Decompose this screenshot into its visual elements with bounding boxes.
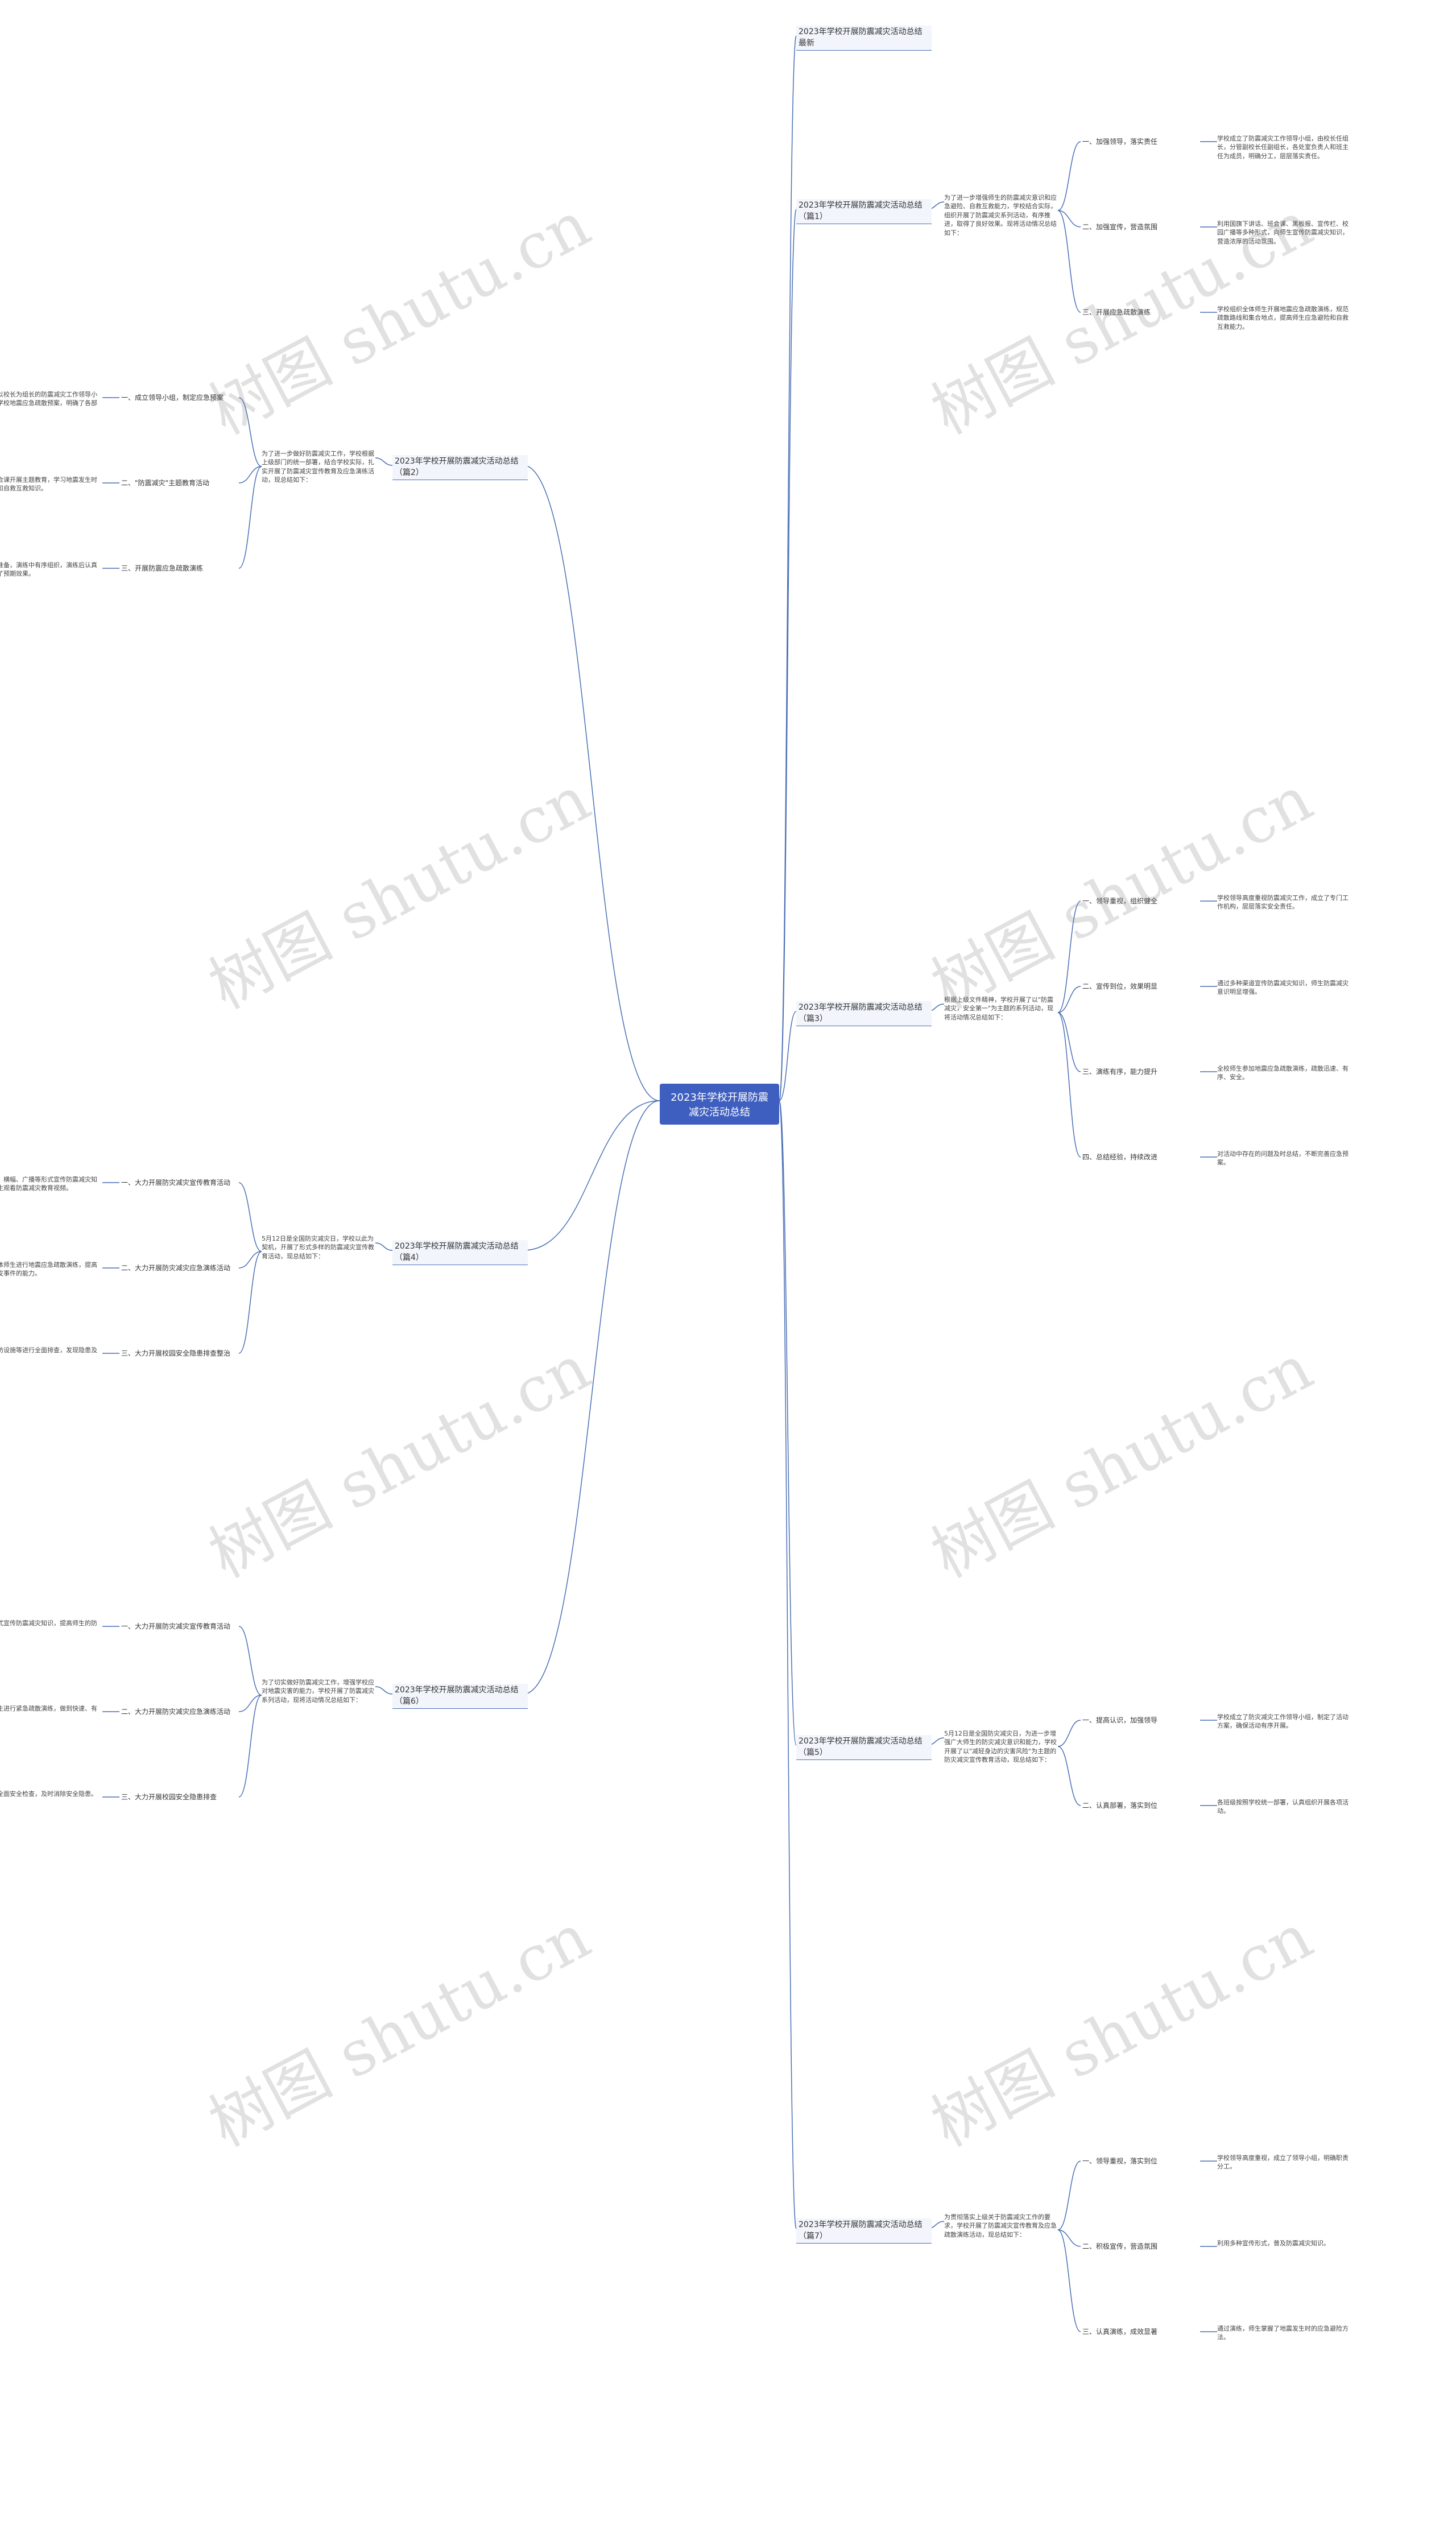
section-label[interactable]: 二、积极宣传，营造氛围 xyxy=(1082,2242,1158,2250)
article-intro: 为贯彻落实上级关于防震减灾工作的要求，学校开展了防震减灾宣传教育及应急疏散演练活… xyxy=(944,2213,1057,2238)
section-text: 学校组织全体师生进行地震应急疏散演练，提高师生应对突发事件的能力。 xyxy=(0,1261,97,1278)
section-text: 利用宣传栏、横幅、广播等形式宣传防震减灾知识，组织学生观看防震减灾教育视频。 xyxy=(0,1176,97,1192)
root-link xyxy=(523,1100,660,1251)
section-text: 学校组织全体师生开展地震应急疏散演练，规范疏散路线和集合地点，提高师生应急避险和… xyxy=(1217,305,1349,331)
section-text: 演练前精心准备，演练中有序组织，演练后认真总结，达到了预期效果。 xyxy=(0,561,97,578)
section-link xyxy=(238,1695,262,1712)
root-link xyxy=(779,1011,797,1101)
section-label[interactable]: 一、大力开展防灾减灾宣传教育活动 xyxy=(121,1622,231,1630)
section-text: 学校领导高度重视，成立了领导小组，明确职责分工。 xyxy=(1217,2154,1349,2171)
root-link xyxy=(779,209,797,1101)
section-label[interactable]: 一、领导重视，组织健全 xyxy=(1082,897,1158,905)
root-link xyxy=(523,465,660,1101)
article-intro: 5月12日是全国防灾减灾日，学校以此为契机，开展了形式多样的防震减灾宣传教育活动… xyxy=(262,1235,374,1260)
section-link xyxy=(238,1251,262,1354)
section-link xyxy=(1057,1720,1081,1747)
section-link xyxy=(238,1251,262,1269)
article-topic[interactable]: 2023年学校开展防震减灾活动总结 （篇6） xyxy=(392,1684,528,1709)
article-intro: 根据上级文件精神，学校开展了以"防震减灾，安全第一"为主题的系列活动，现将活动情… xyxy=(944,996,1054,1021)
root-topic[interactable]: 2023年学校开展防震减灾活动总结 xyxy=(660,1084,779,1125)
article-intro: 5月12日是全国防灾减灾日，为进一步增强广大师生的防灾减灾意识和能力，学校开展了… xyxy=(944,1730,1057,1764)
section-link xyxy=(1057,210,1081,228)
section-link xyxy=(238,466,262,484)
intro-link xyxy=(375,457,393,466)
root-link xyxy=(779,1100,797,2229)
section-text: 学校成立了以校长为组长的防震减灾工作领导小组，制定了学校地震应急疏散预案，明确了… xyxy=(0,391,97,407)
article-topic[interactable]: 2023年学校开展防震减灾活动总结 最新 xyxy=(796,26,932,51)
intro-link xyxy=(375,1242,393,1251)
intro-link xyxy=(375,1686,393,1695)
section-text: 学校成立了防震减灾工作领导小组，由校长任组长，分管副校长任副组长，各处室负责人和… xyxy=(1217,135,1349,160)
root-link xyxy=(523,1100,660,1695)
section-label[interactable]: 二、大力开展防灾减灾应急演练活动 xyxy=(121,1708,231,1716)
section-text: 学校成立了防灾减灾工作领导小组，制定了活动方案，确保活动有序开展。 xyxy=(1217,1713,1349,1730)
section-text: 利用多种宣传形式，普及防震减灾知识。 xyxy=(1217,2240,1330,2247)
section-text: 各班级按照学校统一部署，认真组织开展各项活动。 xyxy=(1217,1799,1349,1815)
section-label[interactable]: 二、宣传到位，效果明显 xyxy=(1082,982,1158,990)
article-intro: 为了进一步做好防震减灾工作，学校根据上级部门的统一部署，结合学校实际，扎实开展了… xyxy=(262,450,374,484)
section-link xyxy=(238,1626,262,1696)
section-link xyxy=(1057,1012,1081,1072)
root-link xyxy=(779,35,797,1101)
section-label[interactable]: 一、大力开展防灾减灾宣传教育活动 xyxy=(121,1179,231,1187)
article-topic[interactable]: 2023年学校开展防震减灾活动总结 （篇5） xyxy=(796,1735,932,1761)
section-link xyxy=(238,397,262,467)
section-label[interactable]: 三、开展应急疏散演练 xyxy=(1082,308,1151,316)
section-link xyxy=(1057,900,1081,1013)
article-intro: 为了切实做好防震减灾工作，增强学校应对地震灾害的能力，学校开展了防震减灾系列活动… xyxy=(262,1679,374,1704)
section-link xyxy=(1057,1746,1081,1806)
section-link xyxy=(1057,2229,1081,2247)
section-link xyxy=(238,1182,262,1252)
section-text: 对校园进行全面安全检查，及时消除安全隐患。 xyxy=(0,1790,97,1798)
section-label[interactable]: 一、领导重视，落实到位 xyxy=(1082,2157,1158,2165)
section-link xyxy=(1057,210,1081,313)
section-text: 通过多种渠道宣传防震减灾知识，师生防震减灾意识明显增强。 xyxy=(1217,980,1349,996)
article-topic[interactable]: 2023年学校开展防震减灾活动总结 （篇1） xyxy=(796,199,932,225)
section-text: 各班利用班会课开展主题教育，学习地震发生时的避险方法和自救互救知识。 xyxy=(0,476,97,493)
section-label[interactable]: 三、大力开展校园安全隐患排查整治 xyxy=(121,1349,231,1357)
section-label[interactable]: 三、演练有序，能力提升 xyxy=(1082,1068,1158,1076)
section-label[interactable]: 一、提高认识，加强领导 xyxy=(1082,1716,1158,1724)
section-link xyxy=(1057,141,1081,211)
section-label[interactable]: 二、加强宣传，营造氛围 xyxy=(1082,223,1158,231)
section-link xyxy=(1057,986,1081,1013)
section-label[interactable]: 二、"防震减灾"主题教育活动 xyxy=(121,479,210,487)
section-label[interactable]: 一、加强领导，落实责任 xyxy=(1082,138,1158,146)
section-text: 对校舍、消防设施等进行全面排查，发现隐患及时整改。 xyxy=(0,1346,97,1354)
section-label[interactable]: 一、成立领导小组，制定应急预案 xyxy=(121,394,224,402)
section-label[interactable]: 三、认真演练，成效显著 xyxy=(1082,2328,1158,2336)
section-text: 通过多种形式宣传防震减灾知识，提高师生的防灾意识。 xyxy=(0,1620,97,1627)
section-link xyxy=(238,1695,262,1798)
section-text: 对活动中存在的问题及时总结，不断完善应急预案。 xyxy=(1217,1150,1349,1167)
section-text: 利用国旗下讲话、班会课、黑板报、宣传栏、校园广播等多种形式，向师生宣传防震减灾知… xyxy=(1217,220,1349,245)
section-label[interactable]: 三、开展防震应急疏散演练 xyxy=(121,564,204,572)
article-intro: 为了进一步增强师生的防震减灾意识和应急避险、自救互救能力，学校结合实际，组织开展… xyxy=(944,194,1057,237)
section-label[interactable]: 二、认真部署，落实到位 xyxy=(1082,1802,1158,1810)
section-text: 通过演练，师生掌握了地震发生时的应急避险方法。 xyxy=(1217,2325,1349,2341)
section-label[interactable]: 二、大力开展防灾减灾应急演练活动 xyxy=(121,1264,231,1272)
section-link xyxy=(1057,2229,1081,2332)
section-link xyxy=(1057,1012,1081,1158)
section-text: 全校师生参加地震应急疏散演练，疏散迅速、有序、安全。 xyxy=(1217,1065,1349,1081)
section-link xyxy=(1057,2161,1081,2230)
section-link xyxy=(238,466,262,569)
article-topic[interactable]: 2023年学校开展防震减灾活动总结 （篇4） xyxy=(392,1240,528,1266)
section-label[interactable]: 四、总结经验，持续改进 xyxy=(1082,1153,1158,1161)
article-topic[interactable]: 2023年学校开展防震减灾活动总结 （篇7） xyxy=(796,2219,932,2244)
root-link xyxy=(779,1100,797,1746)
article-topic[interactable]: 2023年学校开展防震减灾活动总结 （篇2） xyxy=(392,455,528,481)
section-label[interactable]: 三、大力开展校园安全隐患排查 xyxy=(121,1793,217,1801)
article-topic[interactable]: 2023年学校开展防震减灾活动总结 （篇3） xyxy=(796,1001,932,1027)
section-text: 学校领导高度重视防震减灾工作，成立了专门工作机构，层层落实安全责任。 xyxy=(1217,894,1349,911)
section-text: 组织全校师生进行紧急疏散演练，做到快速、有序、安全。 xyxy=(0,1705,97,1712)
